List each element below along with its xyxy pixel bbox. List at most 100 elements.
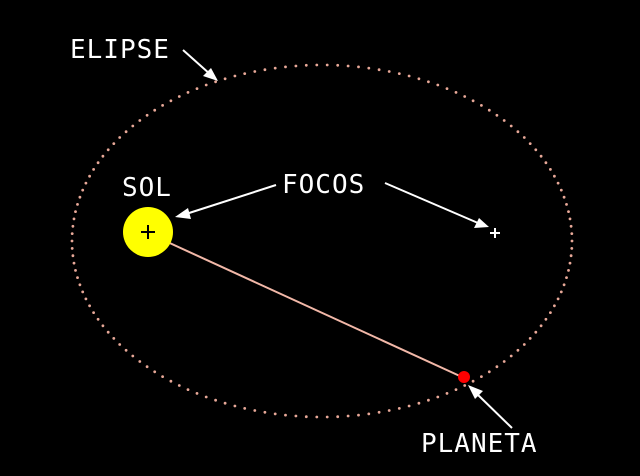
orbit-dot — [81, 188, 85, 192]
orbit-dot — [253, 409, 257, 412]
orbit-dot — [78, 283, 82, 287]
orbit-dot — [138, 119, 142, 122]
orbit-dot — [569, 254, 573, 258]
orbit-dot — [70, 247, 74, 250]
orbit-dot — [559, 188, 563, 192]
orbit-dot — [325, 63, 329, 67]
orbit-dot — [377, 410, 381, 414]
orbit-dot — [74, 269, 77, 272]
orbit-dot — [559, 290, 563, 294]
orbit-dot — [377, 68, 381, 72]
orbit-dot — [346, 414, 350, 418]
orbit-dot — [88, 304, 91, 308]
orbit-dot — [487, 108, 491, 112]
orbit-dot — [169, 99, 173, 103]
orbit-dot — [243, 72, 247, 75]
orbit-dot — [233, 404, 237, 408]
orbit-dot — [357, 65, 360, 69]
orbit-dot — [304, 63, 308, 67]
orbit-dot — [565, 203, 568, 206]
ellipse-label: ELIPSE — [70, 35, 170, 65]
orbit-ellipse — [70, 63, 574, 419]
orbit-dot — [570, 232, 574, 236]
orbit-dot — [161, 104, 165, 107]
orbit-dot — [397, 407, 401, 410]
orbit-dot — [539, 154, 543, 158]
ellipse-arrow — [182, 49, 218, 81]
orbit-dot — [153, 108, 157, 112]
orbit-dot — [195, 392, 199, 395]
orbit-dot — [294, 64, 298, 68]
planet — [458, 371, 470, 383]
foci-arrow-left — [175, 184, 277, 219]
orbit-dot — [367, 412, 371, 416]
orbit-dot — [243, 407, 247, 410]
orbit-dot — [71, 254, 75, 258]
orbit-dot — [549, 168, 552, 171]
orbit-dot — [553, 174, 556, 178]
planet-arrow — [468, 385, 513, 429]
orbit-dot — [284, 413, 287, 417]
orbit-dot — [92, 311, 95, 314]
orbit-dot — [204, 83, 208, 87]
orbit-dot — [516, 348, 520, 352]
orbit-dot — [131, 354, 135, 358]
orbit-dot — [502, 360, 506, 363]
orbit-dot — [84, 297, 88, 301]
orbit-dot — [480, 375, 483, 378]
orbit-dot — [568, 261, 572, 265]
orbit-dot — [417, 77, 421, 81]
orbit-dot — [534, 148, 538, 152]
orbit-dot — [445, 392, 449, 395]
orbit-dot — [539, 324, 543, 328]
orbit-dot — [325, 415, 329, 419]
orbit-dot — [273, 412, 277, 416]
orbit-dot — [92, 168, 95, 171]
orbit-dot — [367, 66, 371, 70]
orbit-dot — [214, 80, 218, 84]
orbit-dot — [568, 217, 572, 221]
orbit-dot — [223, 401, 227, 405]
orbit-dot — [509, 124, 513, 128]
orbit-dot — [273, 66, 277, 70]
orbit-dot — [72, 217, 76, 221]
orbit-dot — [336, 415, 340, 419]
orbit-dot — [397, 72, 401, 75]
orbit-dot — [96, 161, 100, 165]
orbit-dot — [106, 148, 110, 152]
orbit-dot — [516, 130, 520, 134]
orbit-dot — [112, 142, 116, 146]
orbit-dot — [336, 63, 340, 67]
foci-label: FOCOS — [282, 170, 365, 200]
orbit-dot — [567, 210, 570, 214]
orbit-dot — [101, 154, 105, 158]
sun-focus-mark — [141, 225, 155, 239]
orbit-dot — [544, 317, 548, 321]
orbit-dot — [454, 91, 458, 94]
orbit-dot — [556, 297, 560, 301]
orbit-dot — [562, 283, 566, 287]
orbit-dot — [101, 324, 105, 328]
orbit-dot — [569, 224, 573, 228]
orbit-dot — [153, 370, 157, 374]
orbit-dot — [233, 74, 237, 78]
orbit-dot — [549, 311, 552, 314]
orbit-dot — [522, 343, 526, 346]
orbit-dot — [70, 239, 74, 243]
orbit-dot — [463, 95, 467, 98]
orbit-dot — [169, 379, 173, 383]
orbit-dot — [544, 161, 548, 165]
orbit-dot — [177, 384, 181, 387]
orbit-dot — [463, 384, 467, 387]
orbit-dot — [118, 343, 122, 346]
orbit-dot — [436, 83, 440, 87]
orbit-dot — [480, 104, 483, 107]
orbit-dot — [495, 113, 499, 117]
orbit-dot — [454, 388, 458, 391]
orbit-dot — [76, 203, 79, 206]
orbit-dot — [427, 398, 430, 402]
orbit-dot — [565, 276, 568, 279]
orbit-dot — [253, 70, 257, 73]
orbit-dot — [407, 74, 411, 78]
orbit-dot — [138, 360, 142, 363]
